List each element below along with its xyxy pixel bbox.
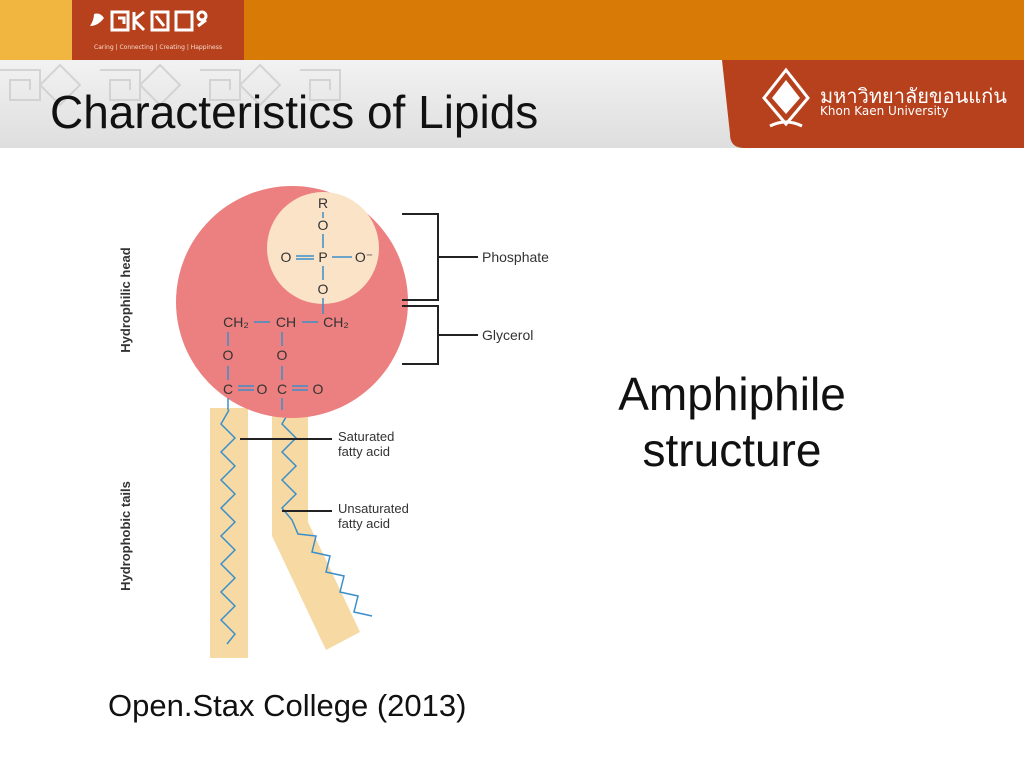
glycerol-bracket xyxy=(402,305,439,365)
saturated-tail xyxy=(210,408,248,658)
university-name-thai: มหาวิทยาลัยขอนแก่น xyxy=(820,84,1007,108)
atom-o-carbonyl-right: O xyxy=(313,381,324,397)
logo-tagline: Caring | Connecting | Creating | Happine… xyxy=(94,44,222,51)
atom-c-right: C xyxy=(277,381,287,397)
kku-banner-shape xyxy=(722,60,1024,148)
caption-line-2: structure xyxy=(642,424,822,476)
university-logo: Caring | Connecting | Creating | Happine… xyxy=(72,0,244,60)
atom-o-ester-right: O xyxy=(277,347,288,363)
kku-banner xyxy=(722,60,1024,148)
source-credit: Open.Stax College (2013) xyxy=(108,688,467,723)
glycerol-label: Glycerol xyxy=(482,327,533,343)
atom-o-bottom: O xyxy=(318,281,329,297)
amphiphile-caption: Amphiphile structure xyxy=(572,366,892,478)
atom-ch2-left: CH₂ xyxy=(223,314,249,330)
unsaturated-label-line1: Unsaturated xyxy=(338,501,409,516)
unsaturated-chain xyxy=(280,409,373,617)
title-band-pattern xyxy=(0,63,341,107)
atom-o-top: O xyxy=(318,217,329,233)
unsaturated-label-line2: fatty acid xyxy=(338,516,390,531)
atom-ch: CH xyxy=(276,314,296,330)
atom-p: P xyxy=(318,249,327,265)
atom-o-ester-left: O xyxy=(223,347,234,363)
atom-o-left: O xyxy=(281,249,292,265)
saturated-chain xyxy=(219,409,237,645)
top-bar-accent xyxy=(0,0,72,60)
hydrophobic-tails-label: Hydrophobic tails xyxy=(118,481,133,591)
atom-o-minus: O⁻ xyxy=(355,249,373,265)
atom-r: R xyxy=(318,195,328,211)
saturated-label-line2: fatty acid xyxy=(338,444,390,459)
caption-line-1: Amphiphile xyxy=(618,368,846,420)
page-title: Characteristics of Lipids xyxy=(50,86,539,138)
phospholipid-diagram: R O O P O⁻ O CH₂ CH CH₂ O O C O C O xyxy=(118,186,549,658)
atom-c-left: C xyxy=(223,381,233,397)
atom-ch2-right: CH₂ xyxy=(323,314,349,330)
phosphate-label: Phosphate xyxy=(482,249,549,265)
university-name-english: Khon Kaen University xyxy=(820,104,949,118)
hydrophilic-head-label: Hydrophilic head xyxy=(118,247,133,353)
logo-mark-icon xyxy=(90,10,208,32)
atom-o-carbonyl-left: O xyxy=(257,381,268,397)
phosphate-bracket xyxy=(402,213,439,301)
saturated-label-line1: Saturated xyxy=(338,429,394,444)
kku-emblem-icon xyxy=(762,67,810,128)
